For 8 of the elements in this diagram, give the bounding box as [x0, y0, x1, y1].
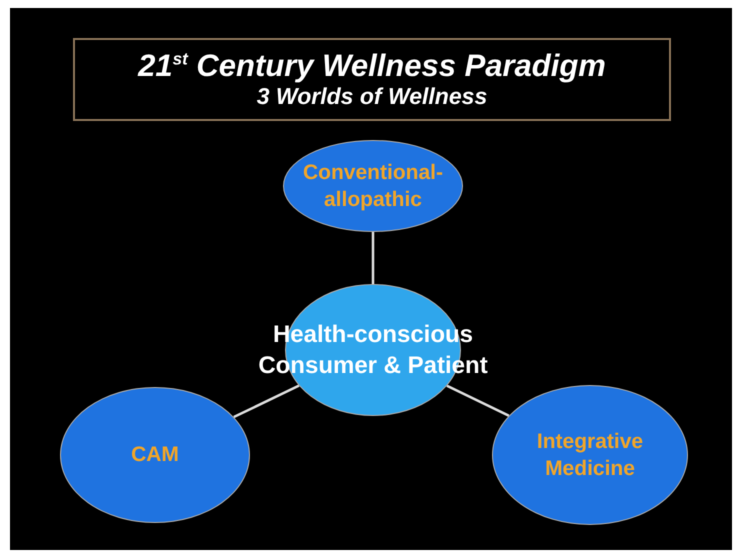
connector-line [446, 384, 510, 417]
node-label: CAM [131, 442, 179, 468]
connector-line [372, 232, 374, 284]
connector-line [233, 384, 300, 418]
node-label: Integrative Medicine [536, 428, 644, 482]
title: 21$^{st}$ Century Wellness Paradigm [138, 48, 606, 83]
subtitle: 3 Worlds of Wellness [256, 82, 488, 110]
node-label: Conventional-allopathic [302, 160, 444, 213]
